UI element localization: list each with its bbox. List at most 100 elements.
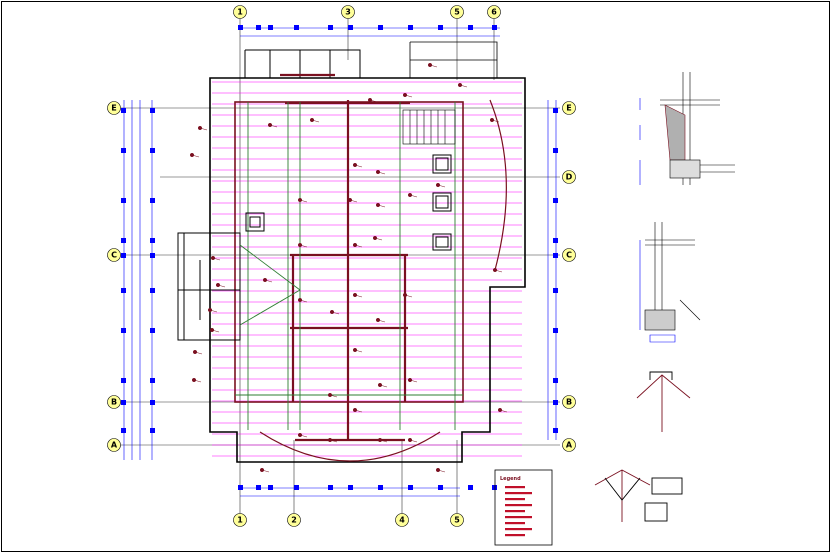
annotation-leader (409, 439, 418, 443)
dimension-tick (150, 253, 155, 258)
dimension-ticks (121, 25, 558, 490)
dimension-tick (238, 485, 243, 490)
dimension-tick (121, 198, 126, 203)
legend-line (505, 516, 532, 519)
grid-bubble-label: D (566, 173, 573, 182)
annotation-leader (437, 184, 446, 188)
annotation-leader (404, 94, 413, 98)
dimension-tick (328, 25, 333, 30)
dimension-tick (553, 238, 558, 243)
grid-bubble-circle (233, 5, 247, 19)
legend-line (505, 528, 532, 531)
annotation-leader (261, 469, 270, 473)
annotation-leader (379, 384, 388, 388)
grid-bubble-label: C (111, 251, 117, 260)
legend-line (505, 498, 525, 501)
dimension-tick (328, 485, 333, 490)
grid-bubble-label: B (566, 398, 572, 407)
annotation-leader (299, 199, 308, 203)
grid-bubble-circle (450, 5, 464, 19)
grid-bubble-circle (562, 395, 576, 409)
grid-bubble-label: 5 (454, 516, 460, 525)
dimension-tick (492, 485, 497, 490)
dimension-tick (256, 25, 261, 30)
grid-bubble-top-6: 6 (487, 5, 501, 19)
top-right-balcony (409, 41, 498, 78)
annotation-leader (491, 119, 500, 123)
annotation-leader (349, 199, 358, 203)
dimension-tick (121, 253, 126, 258)
secondary-lines (235, 102, 463, 430)
annotation-leader (409, 194, 418, 198)
skylights (245, 154, 452, 251)
section-detail-2 (639, 222, 701, 343)
grid-bubble-label: C (566, 251, 572, 260)
dimension-tick (348, 25, 353, 30)
building-outline (209, 77, 526, 463)
dimension-tick (553, 400, 558, 405)
annotation-leader (299, 434, 308, 438)
dimension-tick (553, 328, 558, 333)
grid-bubble-circle (562, 170, 576, 184)
grid-bubble-bottom-2: 2 (287, 513, 301, 527)
legend-title: Legend (500, 476, 521, 482)
grid-bubble-label: 4 (399, 516, 405, 525)
grid-bubble-label: A (111, 441, 118, 450)
annotation-leader (329, 394, 338, 398)
legend-line (505, 486, 525, 489)
annotation-leader (354, 349, 363, 353)
dimension-tick (150, 378, 155, 383)
dimension-tick (468, 25, 473, 30)
annotation-leader (194, 351, 203, 355)
dimension-tick (553, 378, 558, 383)
dimension-tick (438, 485, 443, 490)
annotation-leader (437, 469, 446, 473)
legend-line (505, 522, 525, 525)
dimension-tick (268, 485, 273, 490)
dimension-tick (553, 198, 558, 203)
grid-bubble-left-B: B (107, 395, 121, 409)
dimension-tick (150, 400, 155, 405)
annotation-leader (369, 99, 378, 103)
legend-line (505, 492, 532, 495)
grid-bubble-circle (287, 513, 301, 527)
grid-bubble-right-B: B (562, 395, 576, 409)
dimension-tick (553, 108, 558, 113)
annotation-leader (212, 257, 221, 261)
section-detail-1 (639, 72, 735, 185)
grid-bubble-circle (341, 5, 355, 19)
dimension-tick (378, 485, 383, 490)
annotation-leader (299, 244, 308, 248)
dimension-tick (150, 198, 155, 203)
truss-detail (594, 469, 683, 522)
grid-bubble-label: B (111, 398, 117, 407)
dimension-tick (553, 288, 558, 293)
grid-bubble-circle (562, 248, 576, 262)
curved-wall-top (489, 99, 507, 271)
annotation-leader (377, 171, 386, 175)
grid-bubble-bottom-1: 1 (233, 513, 247, 527)
annotation-leader (269, 124, 278, 128)
annotation-leader (494, 269, 503, 273)
dimension-tick (268, 25, 273, 30)
annotation-leader (377, 319, 386, 323)
grid-bubble-left-A: A (107, 438, 121, 452)
dimension-tick (408, 25, 413, 30)
dimension-tick (150, 148, 155, 153)
staircase (402, 109, 456, 145)
grid-bubble-circle (107, 248, 121, 262)
grid-bubble-circle (562, 101, 576, 115)
annotation-leader (379, 439, 388, 443)
dimension-tick (121, 428, 126, 433)
annotation-leader (191, 154, 200, 158)
grid-bubble-right-E: E (562, 101, 576, 115)
annotation-leader (404, 294, 413, 298)
grid-bubble-circle (107, 395, 121, 409)
grid-bubble-top-3: 3 (341, 5, 355, 19)
annotation-leader (459, 84, 468, 88)
dimension-tick (150, 328, 155, 333)
grid-bubble-circle (107, 438, 121, 452)
dimension-lines (123, 27, 557, 497)
dimension-tick (378, 25, 383, 30)
